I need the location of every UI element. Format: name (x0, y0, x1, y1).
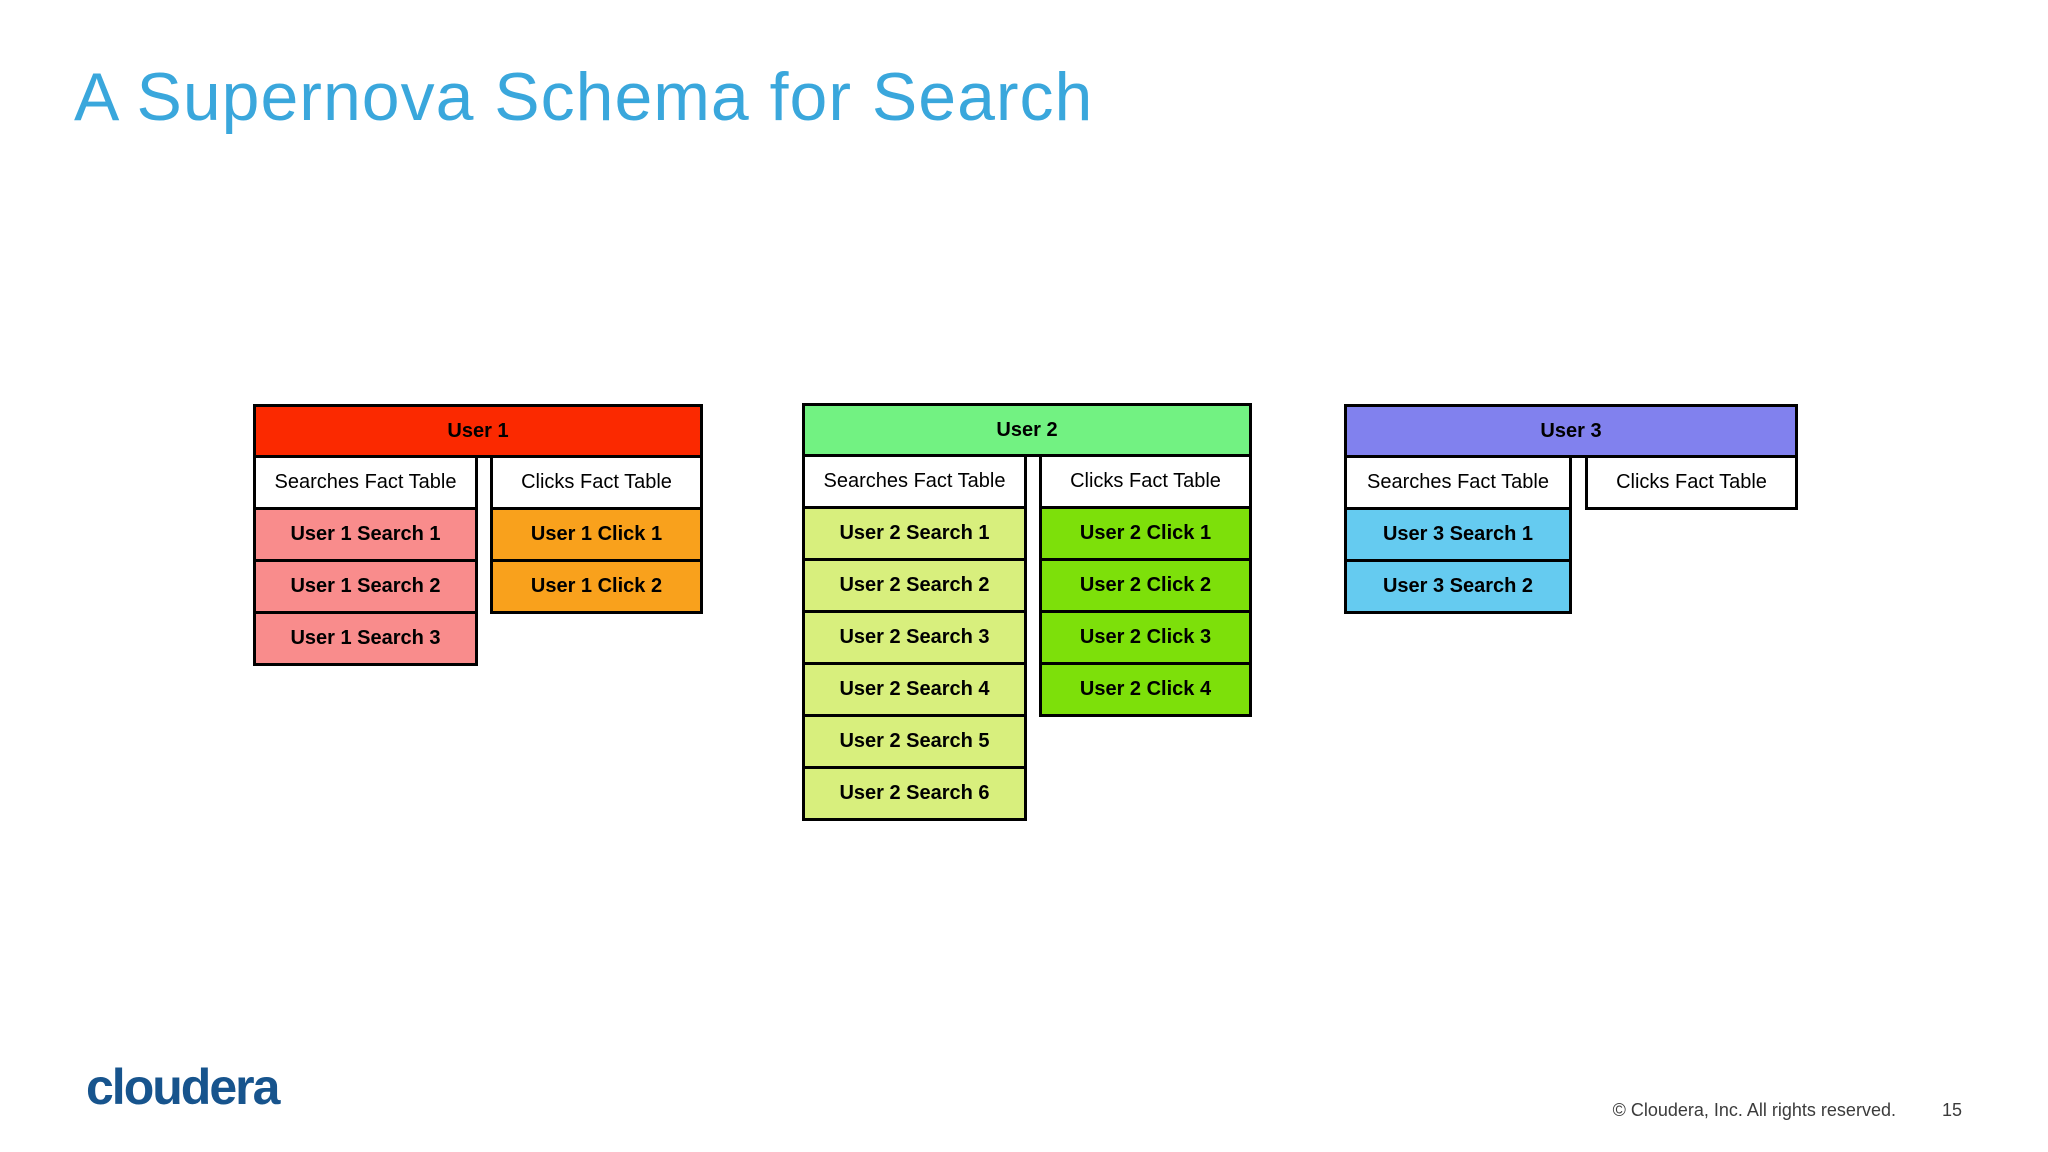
user2-header: User 2 (802, 403, 1252, 457)
search-row: User 2 Search 6 (802, 766, 1027, 821)
footer-copyright: © Cloudera, Inc. All rights reserved. (1612, 1100, 1896, 1120)
click-row: User 1 Click 2 (490, 559, 703, 614)
search-row: User 1 Search 3 (253, 611, 478, 666)
click-row: User 2 Click 4 (1039, 662, 1252, 717)
search-row: User 2 Search 4 (802, 662, 1027, 717)
user2-clicks-column: Clicks Fact Table User 2 Click 1 User 2 … (1039, 454, 1252, 821)
user2-columns: Searches Fact Table User 2 Search 1 User… (802, 454, 1252, 821)
user2-searches-column: Searches Fact Table User 2 Search 1 User… (802, 454, 1027, 821)
search-row: User 2 Search 2 (802, 558, 1027, 613)
click-row: User 2 Click 3 (1039, 610, 1252, 665)
searches-fact-table-header: Searches Fact Table (802, 454, 1027, 509)
user1-searches-column: Searches Fact Table User 1 Search 1 User… (253, 455, 478, 666)
user1-table: User 1 Searches Fact Table User 1 Search… (253, 404, 703, 666)
user3-searches-column: Searches Fact Table User 3 Search 1 User… (1344, 455, 1572, 614)
clicks-fact-table-header: Clicks Fact Table (490, 455, 703, 510)
user1-columns: Searches Fact Table User 1 Search 1 User… (253, 455, 703, 666)
clicks-fact-table-header: Clicks Fact Table (1585, 455, 1798, 510)
search-row: User 2 Search 3 (802, 610, 1027, 665)
search-row: User 3 Search 2 (1344, 559, 1572, 614)
slide-footer: © Cloudera, Inc. All rights reserved. 15 (1613, 1100, 1962, 1121)
clicks-fact-table-header: Clicks Fact Table (1039, 454, 1252, 509)
user1-header: User 1 (253, 404, 703, 458)
search-row: User 2 Search 1 (802, 506, 1027, 561)
click-row: User 1 Click 1 (490, 507, 703, 562)
click-row: User 2 Click 1 (1039, 506, 1252, 561)
user2-table: User 2 Searches Fact Table User 2 Search… (802, 403, 1252, 821)
searches-fact-table-header: Searches Fact Table (1344, 455, 1572, 510)
search-row: User 1 Search 2 (253, 559, 478, 614)
page-number: 15 (1941, 1100, 1962, 1120)
search-row: User 1 Search 1 (253, 507, 478, 562)
searches-fact-table-header: Searches Fact Table (253, 455, 478, 510)
user3-columns: Searches Fact Table User 3 Search 1 User… (1344, 455, 1798, 614)
slide-title: A Supernova Schema for Search (74, 59, 1094, 135)
user3-clicks-column: Clicks Fact Table (1585, 455, 1798, 614)
cloudera-logo: cloudera (86, 1059, 280, 1115)
user1-clicks-column: Clicks Fact Table User 1 Click 1 User 1 … (490, 455, 703, 666)
user3-header: User 3 (1344, 404, 1798, 458)
user3-table: User 3 Searches Fact Table User 3 Search… (1344, 404, 1798, 614)
search-row: User 3 Search 1 (1344, 507, 1572, 562)
click-row: User 2 Click 2 (1039, 558, 1252, 613)
search-row: User 2 Search 5 (802, 714, 1027, 769)
